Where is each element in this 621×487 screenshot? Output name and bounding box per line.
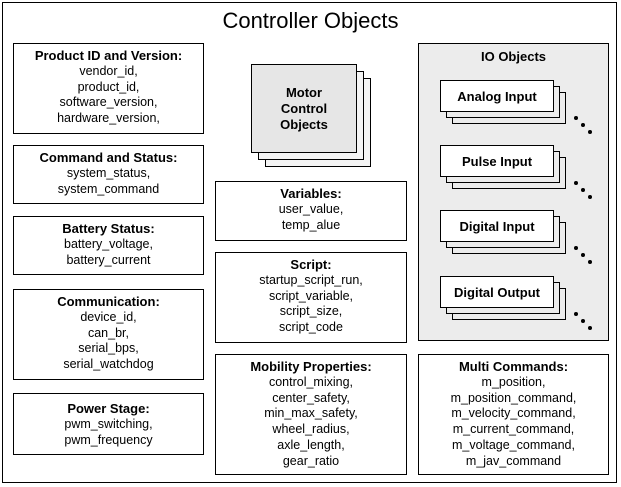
box-item: m_voltage_command, [452,437,575,452]
box-item: script_variable, [268,288,354,303]
more-dots-icon [574,310,600,336]
box-item: software_version, [59,95,158,110]
box-item: script_size, [279,304,343,319]
pulse-input-card: Pulse Input [440,145,554,177]
diagram-title: Controller Objects [222,8,399,33]
box-item: battery_current [66,252,151,267]
more-dots-icon [574,179,600,205]
box-item: user_value, [278,202,344,216]
mobility-properties-box: Mobility Properties: control_mixing, cen… [215,354,407,475]
box-item: m_jav_command [465,453,562,468]
box-heading: Power Stage: [67,401,150,416]
box-heading: Communication: [57,294,160,309]
box-item: serial_bps, [78,341,139,356]
box-item: center_safety, [272,390,350,405]
box-item: m_velocity_command, [451,406,576,421]
box-item: wheel_radius, [272,422,350,437]
box-item: device_id, [80,310,137,324]
analog-input-card: Analog Input [440,80,554,112]
variables-box: Variables: user_value, temp_alue [215,181,407,241]
box-item: serial_watchdog [63,357,154,372]
command-status-box: Command and Status: system_status, syste… [13,145,204,204]
box-heading: Variables: [280,186,342,201]
box-heading: Battery Status: [62,221,155,236]
box-item: vendor_id, [79,64,138,78]
box-item: gear_ratio [282,453,340,468]
box-heading: Product ID and Version: [34,48,183,63]
more-dots-icon [574,244,600,270]
box-item: m_position, [481,375,546,389]
box-heading: Command and Status: [39,150,178,165]
box-item: axle_length, [277,437,345,452]
box-heading: Mobility Properties: [250,359,372,374]
motor-line: Objects [280,116,328,132]
io-objects-title: IO Objects [480,49,547,64]
box-item: hardware_version, [57,111,160,126]
script-box: Script: startup_script_run, script_varia… [215,252,407,343]
io-stack-analog-input: Analog Input [440,80,568,124]
box-item: pwm_switching, [64,417,153,431]
motor-control-card: Motor Control Objects [251,64,357,153]
box-item: product_id, [77,79,140,94]
box-item: m_current_command, [452,422,575,437]
io-stack-digital-output: Digital Output [440,276,568,320]
box-item: can_br, [87,325,129,340]
io-stack-pulse-input: Pulse Input [440,145,568,189]
box-item: control_mixing, [268,375,354,389]
motor-line: Control [280,100,328,116]
more-dots-icon [574,114,600,140]
box-item: script_code [279,320,343,335]
box-item: system_command [57,181,160,196]
motor-control-stack: Motor Control Objects [251,64,373,168]
digital-input-card: Digital Input [440,210,554,242]
diagram-frame [2,2,617,483]
box-item: startup_script_run, [259,273,363,287]
box-item: temp_alue [281,217,341,232]
box-heading: Multi Commands: [458,359,569,374]
box-item: battery_voltage, [64,237,153,251]
power-stage-box: Power Stage: pwm_switching, pwm_frequenc… [13,393,204,455]
box-item: system_status, [66,166,151,180]
io-stack-digital-input: Digital Input [440,210,568,254]
motor-line: Motor [285,84,323,100]
digital-output-card: Digital Output [440,276,554,308]
box-item: m_position_command, [450,390,577,405]
product-id-box: Product ID and Version: vendor_id, produ… [13,43,204,134]
box-item: pwm_frequency [64,432,153,447]
multi-commands-box: Multi Commands: m_position, m_position_c… [418,354,609,475]
box-heading: Script: [290,257,332,272]
box-item: min_max_safety, [264,406,358,421]
battery-status-box: Battery Status: battery_voltage, battery… [13,216,204,275]
communication-box: Communication: device_id, can_br, serial… [13,289,204,380]
